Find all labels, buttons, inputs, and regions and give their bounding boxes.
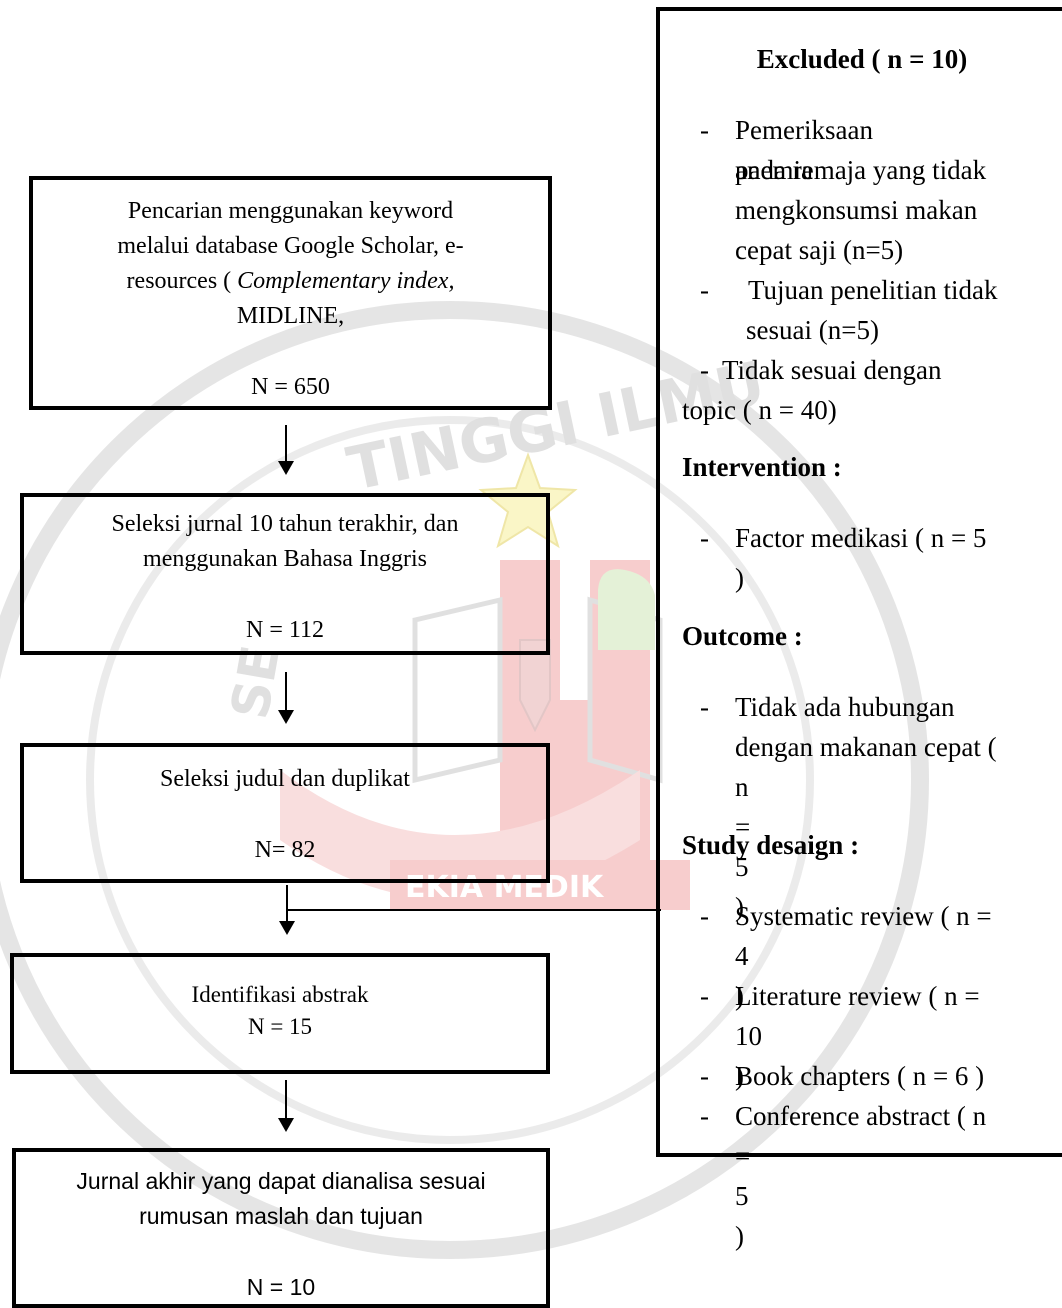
list-dash: - bbox=[700, 115, 709, 145]
abstract-identification-box: Identifikasi abstrak N = 15 bbox=[10, 953, 550, 1074]
excluded-title: Excluded ( n = 10) bbox=[756, 44, 968, 74]
excluded-item-topic-line1: Tidak sesuai dengan bbox=[722, 355, 942, 385]
excluded-item-objective-line1: Tujuan penelitian tidak bbox=[748, 275, 998, 305]
list-dash: - bbox=[700, 692, 709, 722]
excluded-item-anemia-line1: Pemeriksaan anemia bbox=[735, 115, 873, 185]
search-text-line3-italic: Complementary index, bbox=[237, 268, 455, 294]
excluded-box: Excluded ( n = 10) - Pemeriksaan anemia … bbox=[656, 7, 1062, 1251]
list-dash: - bbox=[700, 901, 709, 931]
final-count: N = 10 bbox=[246, 1274, 316, 1300]
study-item-literature-line1: Literature review ( n = bbox=[735, 981, 980, 1011]
excluded-connector-line bbox=[287, 909, 661, 911]
study-item-systematic-line2: 4 ) bbox=[735, 941, 749, 1011]
selection-count: N= 82 bbox=[254, 837, 316, 863]
filter-text-line2: menggunakan Bahasa Inggris bbox=[143, 546, 427, 572]
excluded-item-topic-line2: topic ( n = 40) bbox=[682, 395, 837, 425]
list-dash: - bbox=[700, 981, 709, 1011]
watermark-book-right bbox=[587, 596, 663, 784]
abstract-count: N = 15 bbox=[247, 1014, 313, 1039]
arrow-down-icon bbox=[277, 885, 297, 935]
final-journal-box: Jurnal akhir yang dapat dianalisa sesuai… bbox=[12, 1148, 550, 1308]
title-duplicate-selection-box: Seleksi judul dan duplikat N= 82 bbox=[20, 743, 550, 883]
outcome-item-line3: n = 5 ) bbox=[735, 772, 751, 922]
excluded-item-objective-line2: sesuai (n=5) bbox=[746, 315, 879, 345]
excluded-item-anemia-line4: cepat saji (n=5) bbox=[735, 235, 904, 265]
year-language-filter-box: Seleksi jurnal 10 tahun terakhir, dan me… bbox=[20, 493, 550, 655]
study-item-systematic-line1: Systematic review ( n = bbox=[735, 901, 992, 931]
study-item-conference-line1: Conference abstract ( n bbox=[735, 1101, 987, 1131]
outcome-item-line2: dengan makanan cepat ( bbox=[735, 732, 997, 762]
study-item-book-line1: Book chapters ( n = 6 ) bbox=[735, 1061, 985, 1091]
arrow-down-icon bbox=[276, 672, 296, 724]
abstract-text: Identifikasi abstrak bbox=[191, 982, 369, 1007]
search-box: Pencarian menggunakan keyword melalui da… bbox=[29, 176, 552, 410]
list-dash: - bbox=[700, 355, 709, 385]
search-text-line3: resources ( Complementary index, bbox=[33, 264, 548, 299]
filter-text-line1: Seleksi jurnal 10 tahun terakhir, dan bbox=[111, 511, 459, 537]
arrow-down-icon bbox=[276, 425, 296, 475]
list-dash: - bbox=[700, 275, 709, 305]
outcome-heading: Outcome : bbox=[682, 621, 803, 651]
excluded-item-anemia-line3: mengkonsumsi makan bbox=[735, 195, 978, 225]
search-text-line4: MIDLINE, bbox=[236, 303, 345, 329]
watermark-green-leaf bbox=[598, 569, 655, 650]
search-text-line2: melalui database Google Scholar, e- bbox=[117, 233, 464, 259]
list-dash: - bbox=[700, 523, 709, 553]
filter-count: N = 112 bbox=[246, 617, 324, 643]
final-text-line1: Jurnal akhir yang dapat dianalisa sesuai bbox=[76, 1168, 486, 1194]
list-dash: - bbox=[700, 1061, 709, 1091]
study-item-conference-line2: = 5 ) bbox=[735, 1141, 751, 1251]
final-text-line2: rumusan maslah dan tujuan bbox=[139, 1203, 423, 1229]
study-design-heading: Study desaign : bbox=[682, 830, 860, 860]
study-item-literature-line2: 10 ) bbox=[735, 1021, 762, 1091]
intervention-heading: Intervention : bbox=[682, 452, 842, 482]
search-text-line1: Pencarian menggunakan keyword bbox=[127, 198, 454, 224]
intervention-item-line2: ) bbox=[735, 563, 744, 593]
excluded-item-anemia-line2: pada remaja yang tidak bbox=[735, 155, 987, 185]
selection-text: Seleksi judul dan duplikat bbox=[160, 766, 410, 792]
search-text-line3-prefix: resources ( bbox=[126, 268, 238, 294]
intervention-item-line1: Factor medikasi ( n = 5 bbox=[735, 523, 987, 553]
search-count: N = 650 bbox=[251, 374, 330, 400]
list-dash: - bbox=[700, 1101, 709, 1131]
outcome-item-line1: Tidak ada hubungan bbox=[735, 692, 955, 722]
arrow-down-icon bbox=[276, 1080, 296, 1132]
